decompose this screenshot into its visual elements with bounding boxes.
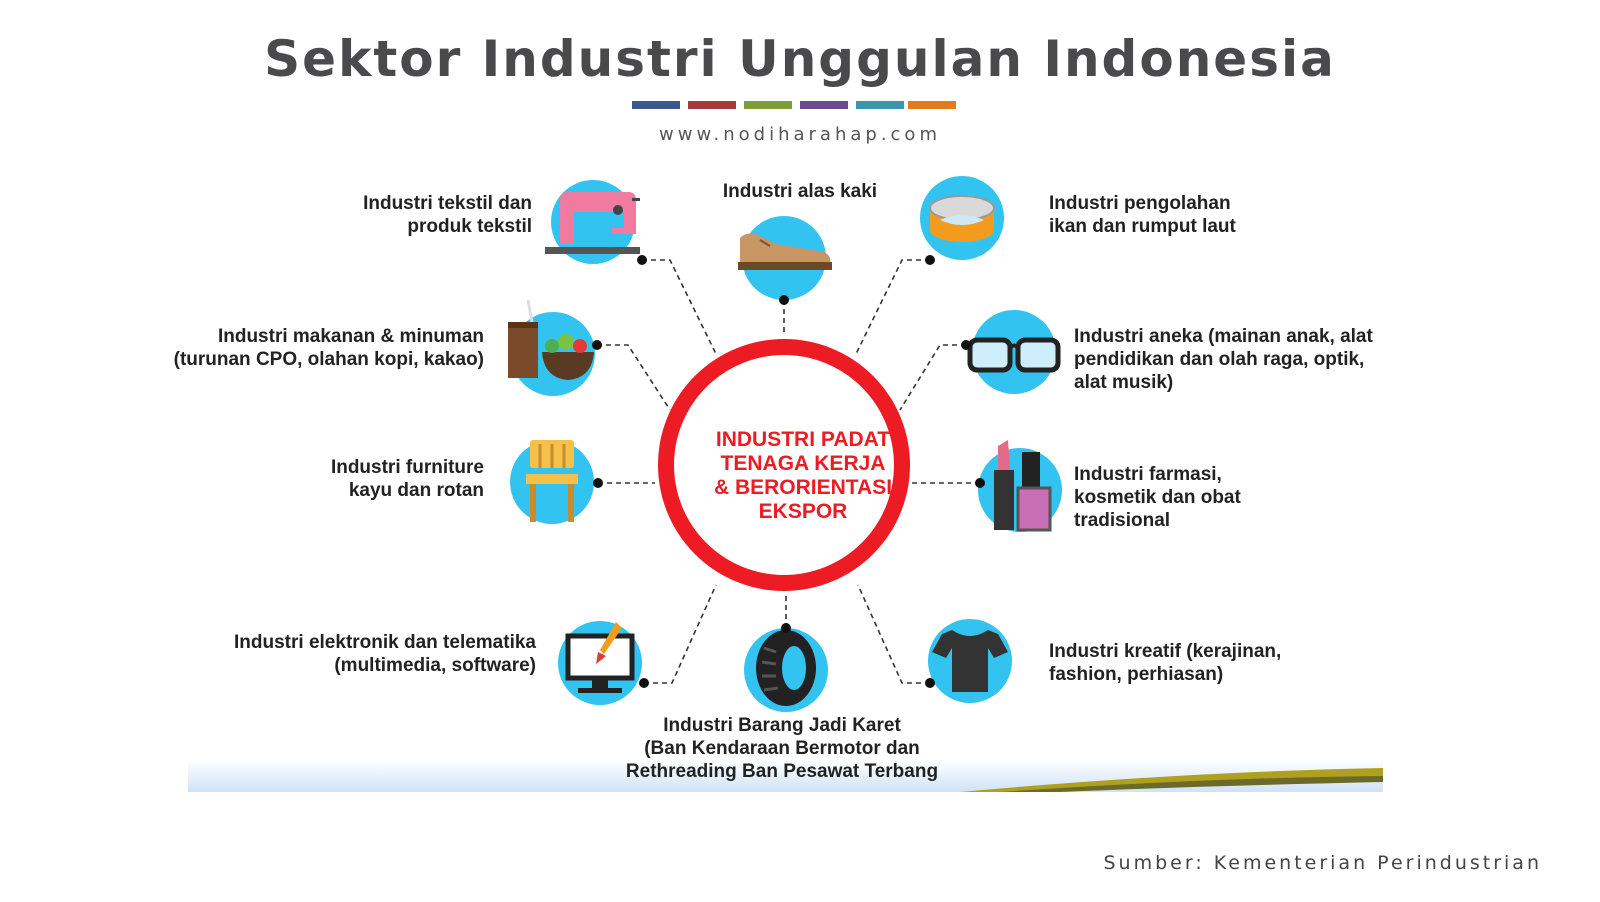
chair-icon bbox=[526, 440, 578, 522]
label-furniture: Industri furniture kayu dan rotan bbox=[330, 457, 484, 501]
color-bar-4 bbox=[800, 101, 848, 109]
dot-kreatif bbox=[925, 678, 935, 688]
food-drink-icon bbox=[508, 299, 594, 380]
dot-tekstil bbox=[637, 255, 647, 265]
page-title: Sektor Industri Unggulan Indonesia bbox=[264, 30, 1336, 88]
label-alas-kaki: Industri alas kaki bbox=[722, 181, 878, 202]
color-bar-1 bbox=[632, 101, 680, 109]
connector-makanan bbox=[597, 344, 671, 411]
tire-icon bbox=[756, 630, 816, 706]
dot-alas-kaki bbox=[779, 295, 789, 305]
label-ikan: Industri pengolahan ikan dan rumput laut bbox=[1049, 193, 1236, 237]
label-elektronik: Industri elektronik dan telematika (mult… bbox=[234, 632, 536, 676]
source-credit: Sumber: Kementerian Perindustrian bbox=[1103, 852, 1542, 874]
dot-ikan bbox=[925, 255, 935, 265]
cosmetics-icon bbox=[994, 440, 1052, 532]
connector-elektronik bbox=[644, 584, 717, 684]
canned-fish-icon bbox=[929, 195, 995, 242]
connector-kreatif bbox=[857, 584, 930, 684]
label-tekstil: Industri tekstil dan produk tekstil bbox=[363, 193, 532, 237]
label-farmasi: Industri farmasi, kosmetik dan obat trad… bbox=[1074, 464, 1241, 531]
shoe-icon bbox=[738, 233, 832, 270]
color-bar-5 bbox=[856, 101, 904, 109]
color-bar-2 bbox=[688, 101, 736, 109]
center-ring bbox=[658, 339, 910, 591]
computer-icon bbox=[565, 622, 635, 693]
label-kreatif: Industri kreatif (kerajinan, fashion, pe… bbox=[1049, 641, 1282, 685]
connector-dots bbox=[592, 255, 985, 688]
swoosh-gold bbox=[960, 768, 1383, 792]
circle-aneka bbox=[972, 310, 1056, 394]
dot-makanan bbox=[592, 340, 602, 350]
eyeglasses-icon bbox=[967, 337, 1061, 373]
label-aneka: Industri aneka (mainan anak, alat pendid… bbox=[1074, 326, 1373, 393]
label-makanan: Industri makanan & minuman (turunan CPO,… bbox=[173, 326, 484, 370]
center-label: INDUSTRI PADAT TENAGA KERJA & BERORIENTA… bbox=[713, 428, 893, 523]
dot-farmasi bbox=[975, 478, 985, 488]
website-url: www.nodiharahap.com bbox=[659, 124, 941, 145]
dot-aneka bbox=[961, 340, 971, 350]
tshirt-icon bbox=[932, 630, 1008, 692]
swoosh-dark bbox=[1000, 776, 1383, 792]
dot-karet bbox=[781, 623, 791, 633]
label-karet: Industri Barang Jadi Karet (Ban Kendaraa… bbox=[625, 715, 939, 782]
dot-furniture bbox=[593, 478, 603, 488]
connector-aneka bbox=[899, 344, 966, 411]
color-bar-3 bbox=[744, 101, 792, 109]
dot-elektronik bbox=[639, 678, 649, 688]
connectors bbox=[597, 259, 980, 684]
connector-ikan bbox=[855, 259, 930, 355]
connector-tekstil bbox=[642, 259, 717, 355]
sewing-machine-icon bbox=[545, 192, 640, 254]
color-bar-6 bbox=[908, 101, 956, 109]
